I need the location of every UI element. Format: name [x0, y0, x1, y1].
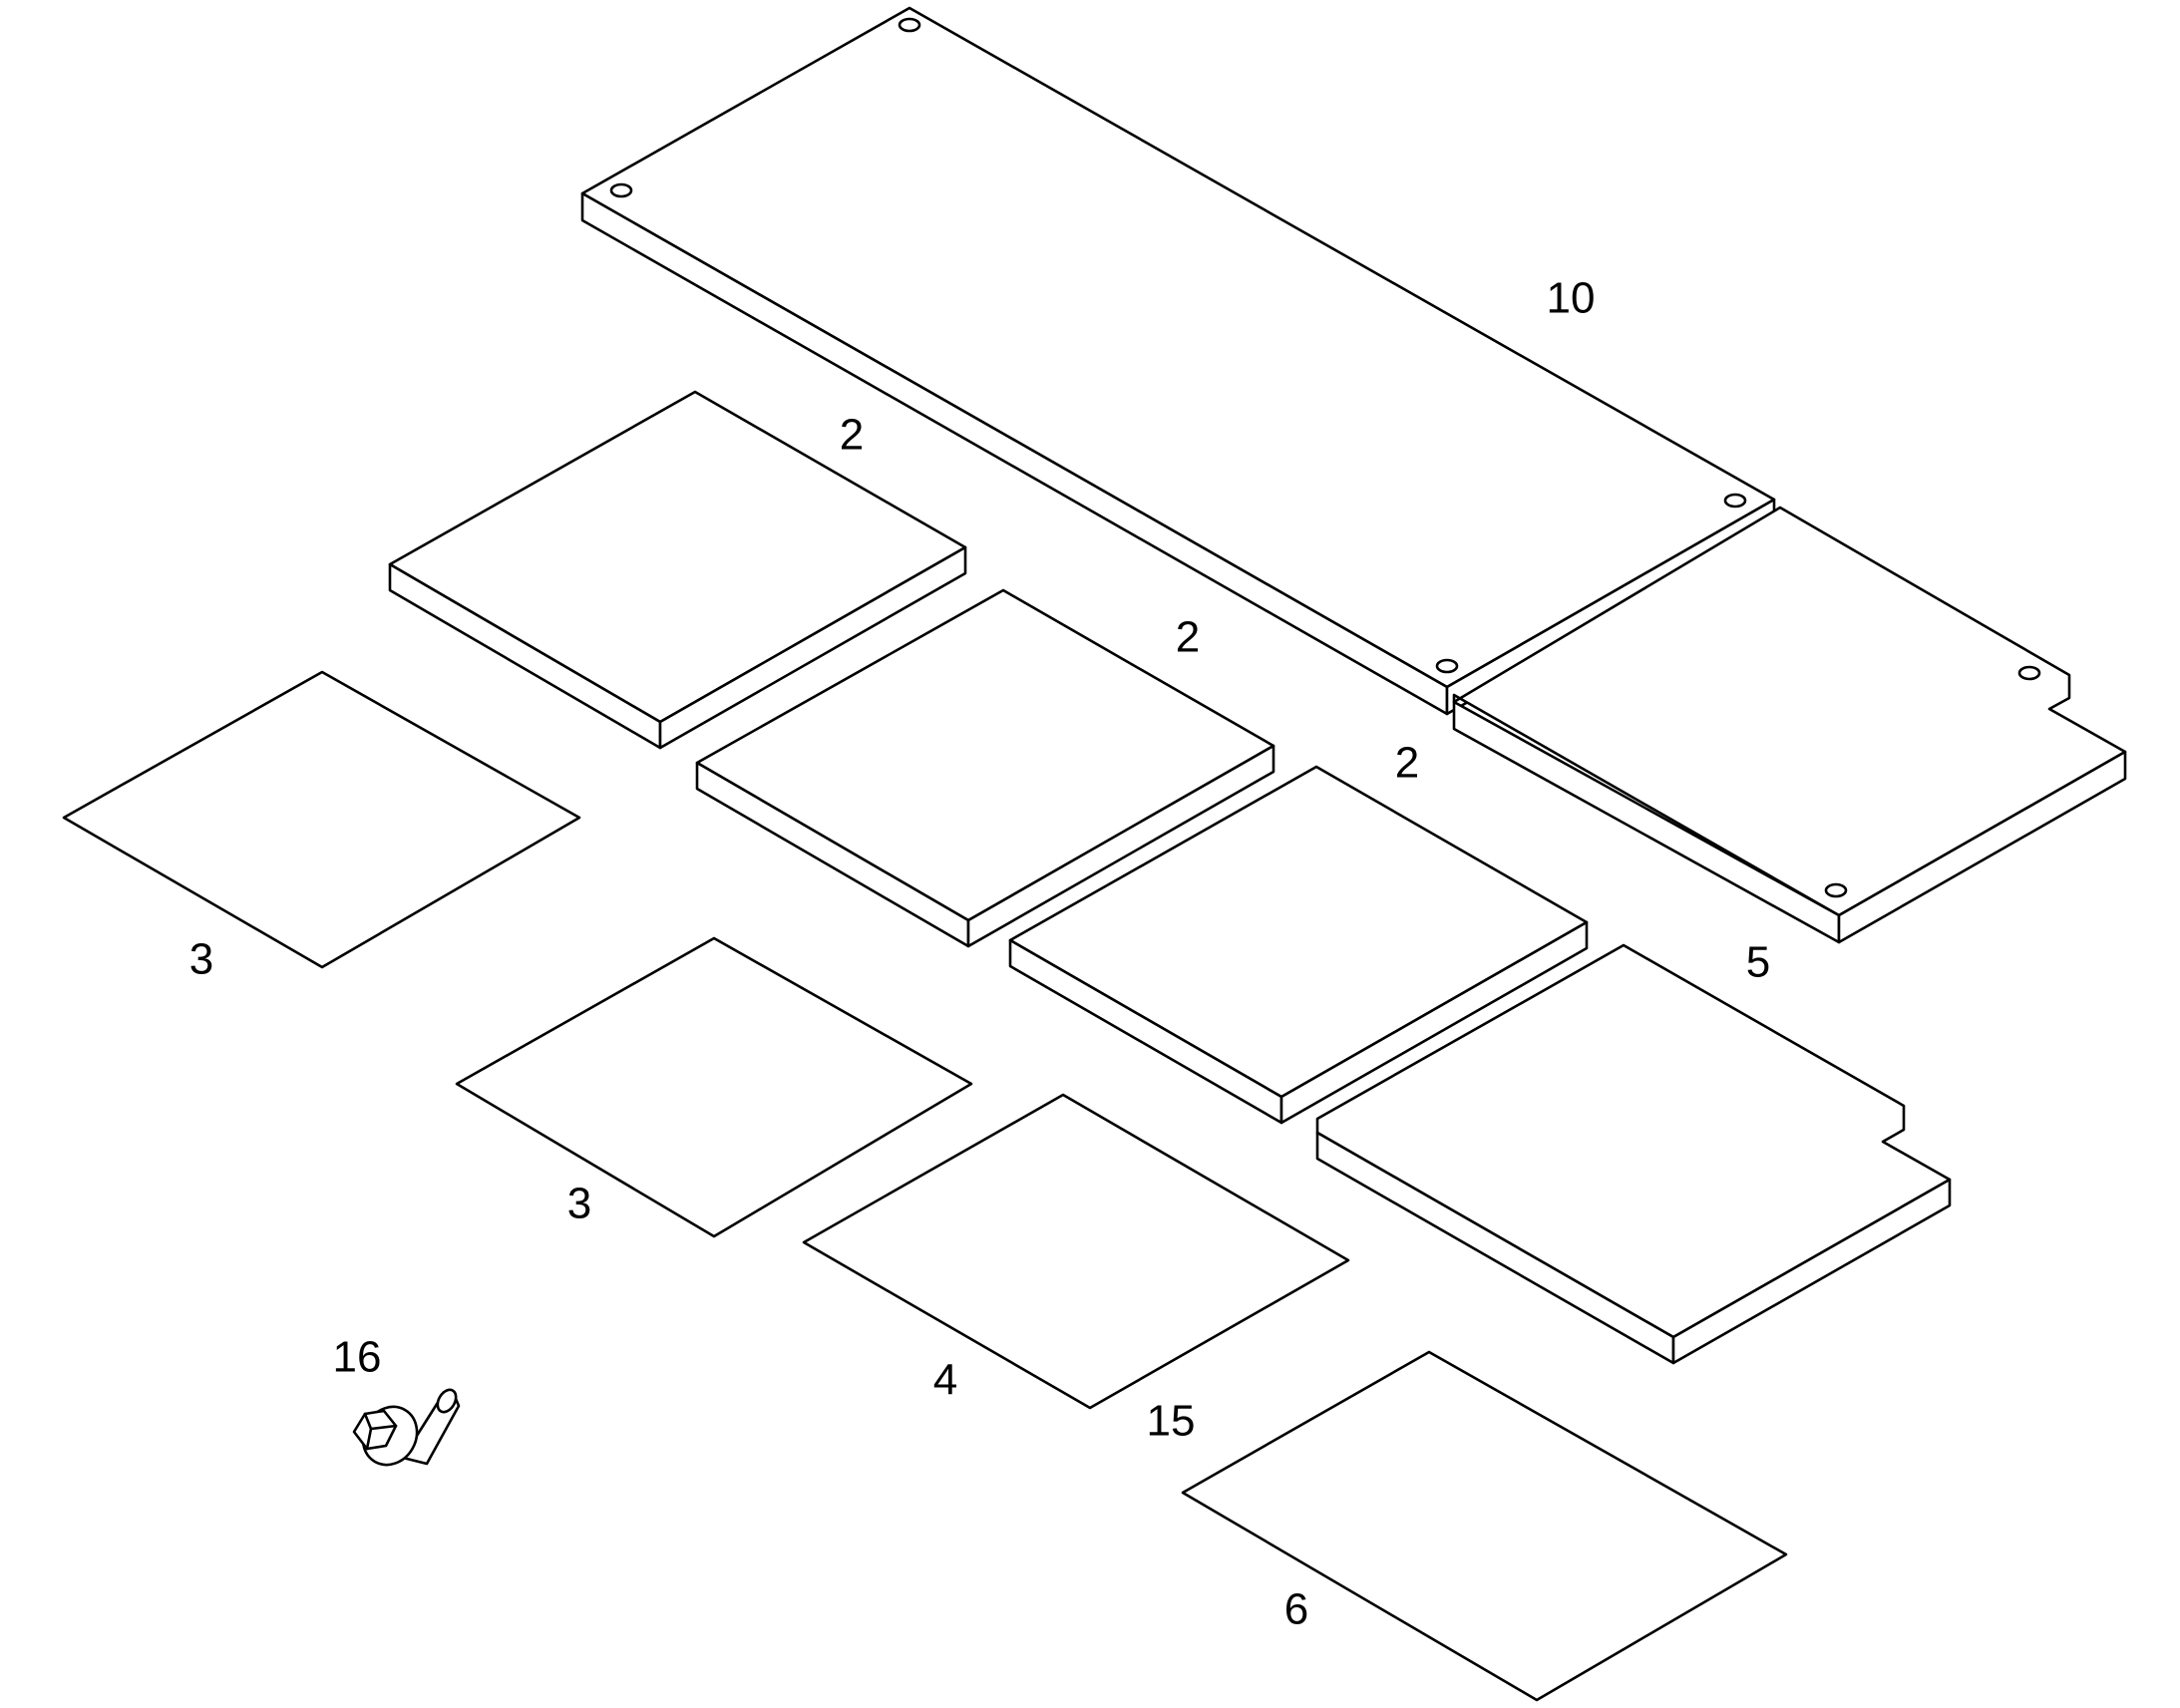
callout-16: 16: [333, 1333, 382, 1382]
mounting-hole: [1435, 658, 1459, 674]
callout-2: 2: [840, 411, 864, 460]
part-3-gasket-2[interactable]: [455, 936, 973, 1238]
callout-4: 4: [933, 1356, 957, 1405]
callout-15: 15: [1147, 1397, 1196, 1446]
mounting-hole: [609, 182, 633, 198]
callout-2: 2: [1395, 739, 1419, 788]
callout-6: 6: [1284, 1585, 1308, 1634]
part-6-gasket[interactable]: [1181, 1350, 1788, 1702]
part-2-square-pad-1[interactable]: [388, 390, 967, 750]
callout-3: 3: [189, 935, 213, 984]
callout-2: 2: [1176, 613, 1200, 662]
part-3-gasket-1[interactable]: [62, 670, 581, 969]
part-5-notched-panel-lower[interactable]: [1315, 943, 1952, 1365]
part-2-square-pad-3[interactable]: [1008, 765, 1589, 1125]
mounting-hole: [1824, 882, 1848, 898]
part-4-gasket[interactable]: [802, 1093, 1350, 1410]
callout-3: 3: [567, 1180, 591, 1228]
mounting-hole: [2017, 665, 2041, 681]
callout-10: 10: [1547, 274, 1596, 323]
mounting-hole: [1723, 493, 1747, 509]
part-2-square-pad-2[interactable]: [695, 588, 1275, 948]
part-10-long-panel[interactable]: [580, 6, 1776, 716]
part-5-notched-panel-upper[interactable]: [1452, 506, 2127, 944]
callout-5: 5: [1746, 938, 1770, 987]
part-16-hex-bolt[interactable]: [352, 1387, 461, 1475]
mounting-hole: [898, 17, 921, 33]
